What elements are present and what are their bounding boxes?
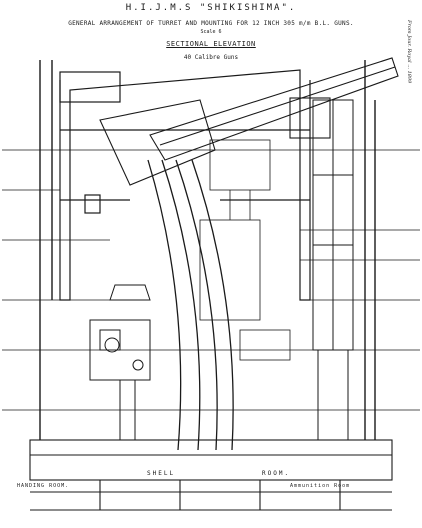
label-handing-room: HANDING ROOM. xyxy=(17,483,70,489)
central-structure xyxy=(199,139,291,361)
right-trunk xyxy=(312,99,354,441)
view-title: SECTIONAL ELEVATION xyxy=(166,40,256,48)
label-shell: SHELL xyxy=(147,470,176,477)
ship-title: H.I.J.M.S "SHIKISHIMA". xyxy=(125,3,297,13)
ship-walls xyxy=(39,60,376,440)
drawing-subtitle: GENERAL ARRANGEMENT OF TURRET AND MOUNTI… xyxy=(68,20,354,27)
loading-trunk xyxy=(147,159,234,451)
label-ammunition-room: Ammunition Room xyxy=(290,483,351,489)
left-hoist xyxy=(89,284,151,440)
scale-note: Scale 6 xyxy=(200,29,222,35)
deck-lines xyxy=(2,149,420,411)
shell-room xyxy=(29,439,393,511)
gunhouse xyxy=(59,69,311,301)
gun-note: 40 Calibre Guns xyxy=(183,54,239,61)
label-room: ROOM. xyxy=(262,470,291,477)
gun-barrel xyxy=(99,57,399,186)
